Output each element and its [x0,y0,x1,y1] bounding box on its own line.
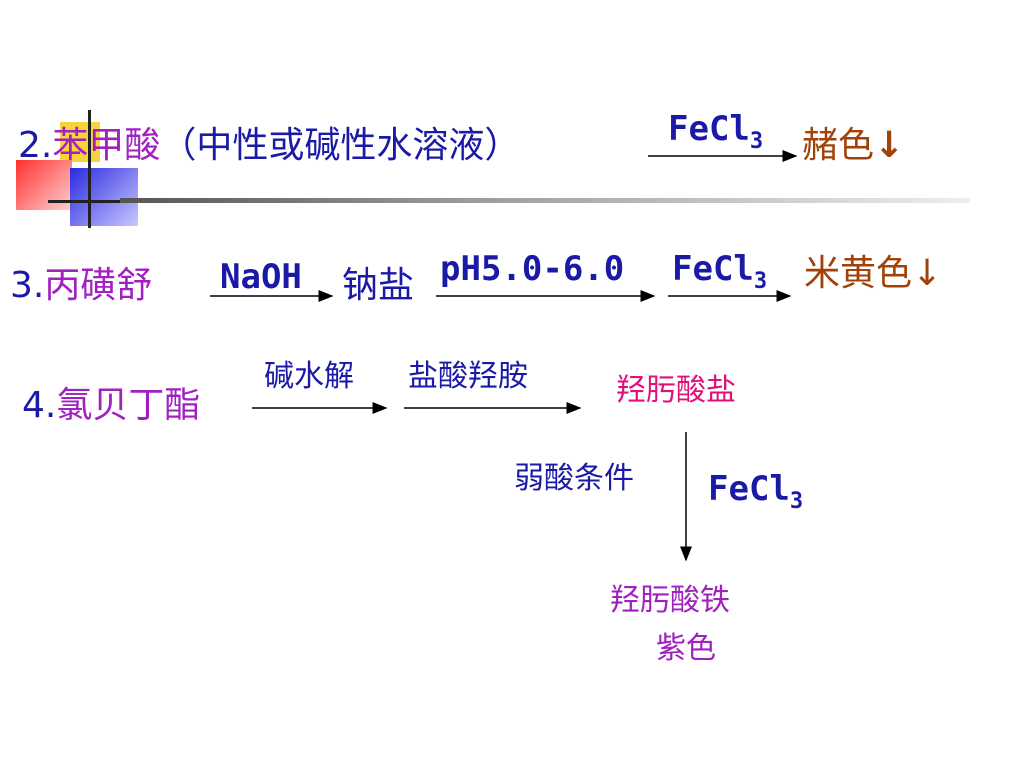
precipitate-arrow-icon: ↓ [874,125,905,166]
rxn3-line: 3.丙磺舒 [10,268,152,304]
rxn2-reagent-formula: FeCl [668,109,750,149]
rxn4-product-line2: 紫色 [656,631,716,666]
rxn2-compound: 苯甲酸 [52,125,161,166]
rxn4-number: 4. [22,385,57,426]
rxn4-intermediate: 羟肟酸盐 [616,373,736,408]
rxn2-condition: （中性或碱性水溶液） [160,125,521,166]
rxn3-intermediate: 钠盐 [342,265,415,306]
rxn4-line: 4.氯贝丁酯 [22,388,200,424]
rxn4-condition: 弱酸条件 [514,461,634,496]
rxn2-reagent: FeCl3 [668,112,763,153]
rxn4-compound: 氯贝丁酯 [56,385,201,426]
rxn4-step1: 碱水解 [264,359,354,394]
ornament-yellow-square [60,122,100,162]
rxn2-product-color: 赭色 [802,125,875,166]
ornament-vertical-line [88,110,91,228]
ornament-horizontal-line [48,200,138,203]
rxn3-condition: pH5.0-6.0 [440,249,625,289]
rxn2-reagent-subscript: 3 [749,129,764,154]
slide-ornament [12,110,142,230]
rxn3-reagent-subscript: 3 [753,269,768,294]
rxn3-reagent-fecl3: FeCl3 [672,252,767,293]
rxn4-reagent: FeCl3 [708,472,803,513]
title-rule [120,198,970,203]
rxn2-number: 2. [18,125,53,166]
rxn3-reagent-naoh: NaOH [220,257,302,297]
rxn2-line: 2.苯甲酸（中性或碱性水溶液） [18,128,520,164]
rxn3-compound: 丙磺舒 [44,265,153,306]
rxn4-reagent-formula: FeCl [708,469,790,509]
rxn3-reagent-formula: FeCl [672,249,754,289]
rxn4-product-line1: 羟肟酸铁 [610,583,730,618]
rxn3-number: 3. [10,265,45,306]
rxn4-reagent-subscript: 3 [789,489,804,514]
rxn3-product: 米黄色↓ [804,253,943,294]
rxn4-step2: 盐酸羟胺 [408,359,528,394]
rxn2-product: 赭色↓ [802,128,904,164]
ornament-blue-square [70,168,138,226]
